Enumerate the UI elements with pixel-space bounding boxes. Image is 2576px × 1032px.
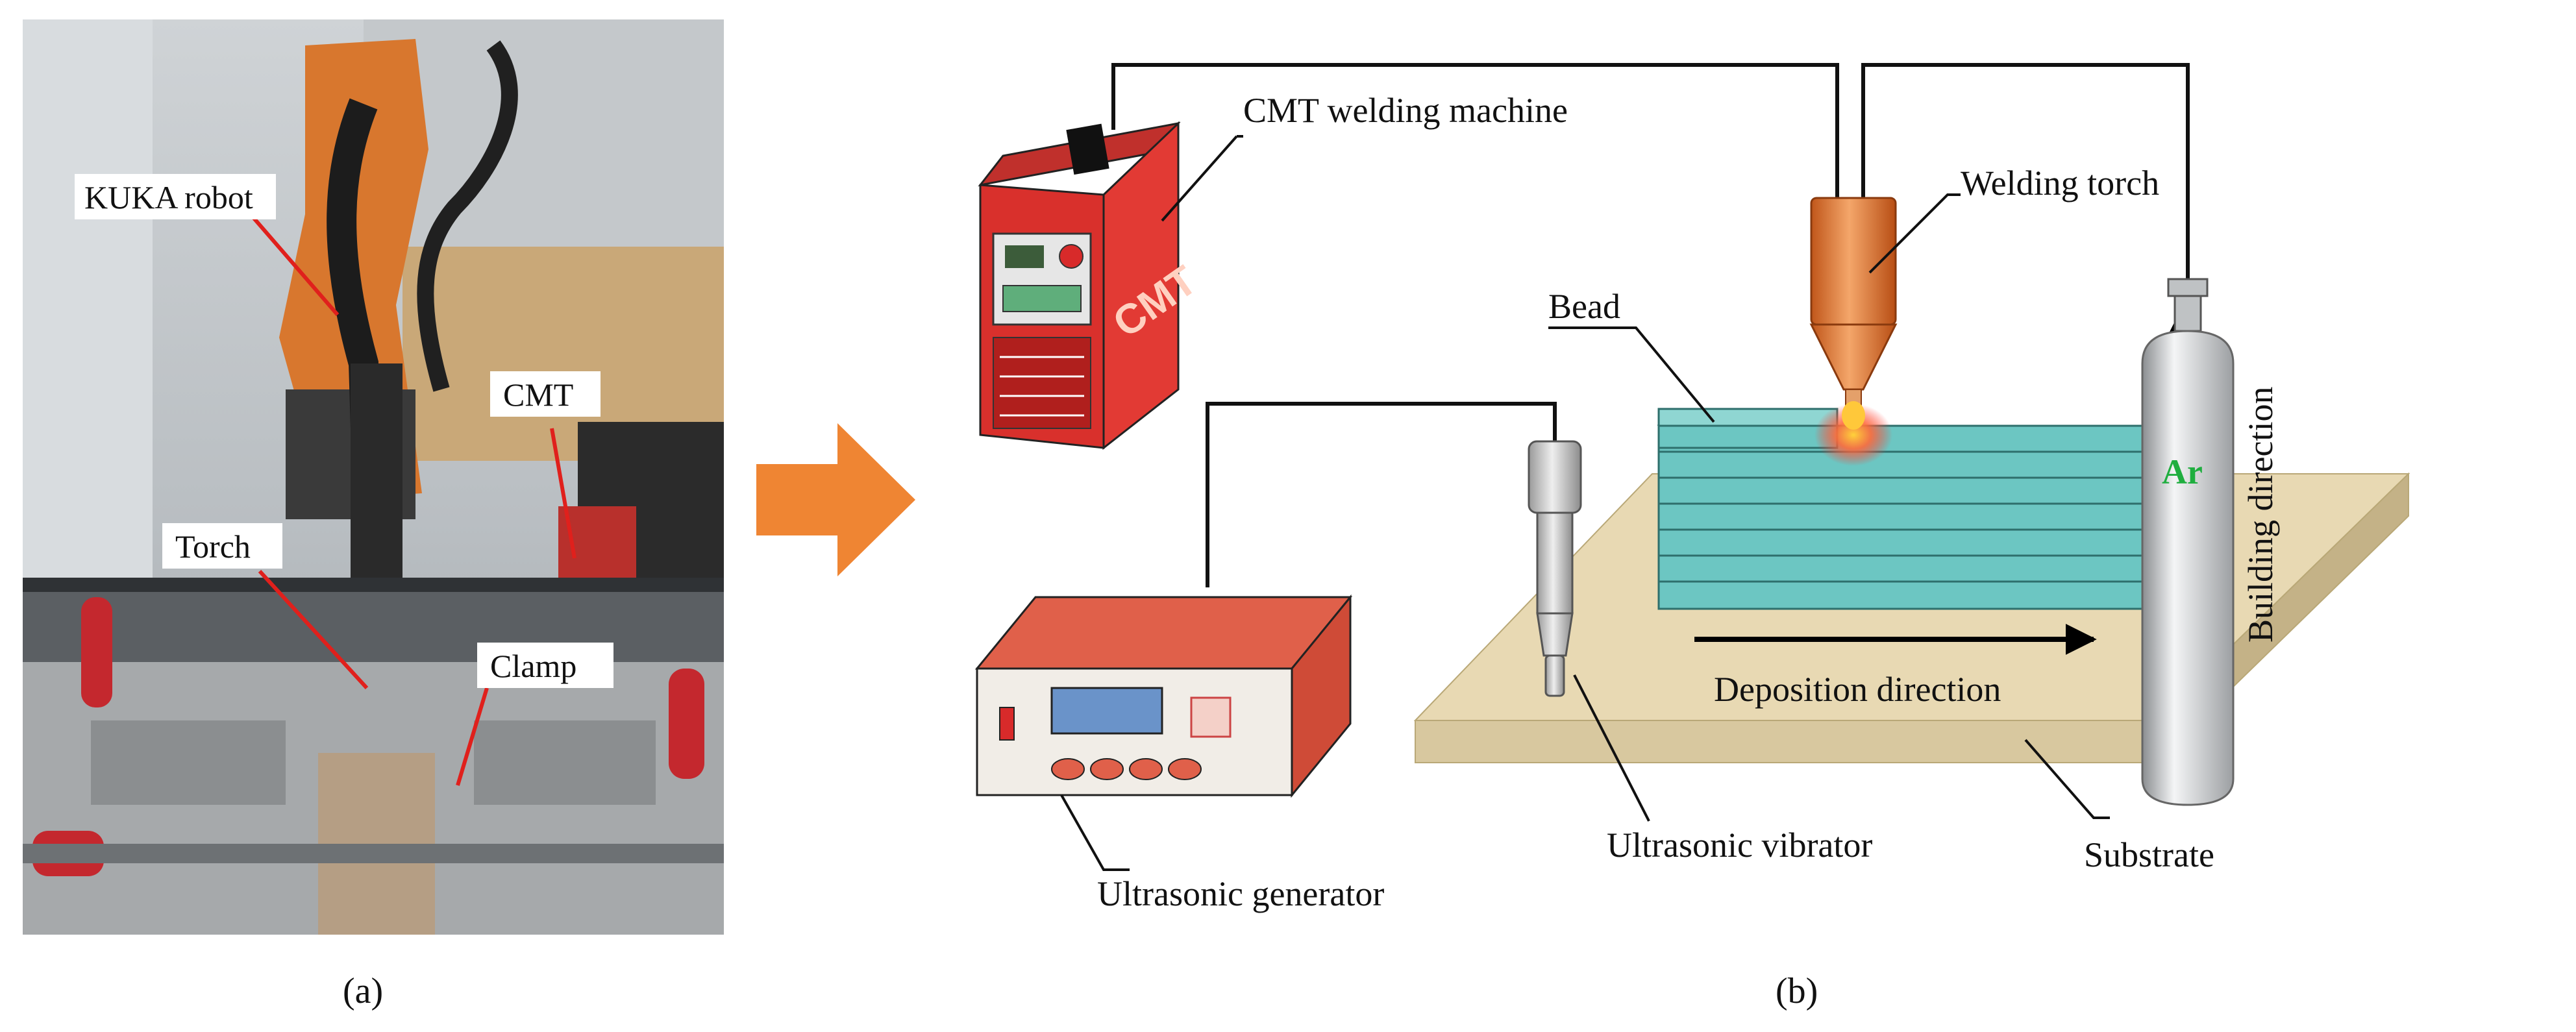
photo-cable-loop <box>417 40 518 392</box>
photo-torch-body <box>351 363 402 597</box>
photo-label-box-cmt <box>490 371 601 417</box>
bead-layer-2 <box>1657 450 2163 479</box>
photo-clamp-handle-1 <box>81 597 112 707</box>
photo-clamp-body-right <box>474 720 656 805</box>
cylinder-body <box>2141 330 2235 806</box>
photo-clamp-handle-2 <box>669 669 704 779</box>
generator-button <box>1129 758 1163 780</box>
photo-label-clamp: Clamp <box>490 648 576 684</box>
leader-bead <box>1548 326 1715 423</box>
torch-arc-droplet <box>1842 401 1865 430</box>
wire-generator-to-vibrator <box>1206 402 1557 587</box>
bead-layer-5 <box>1657 528 2163 557</box>
bead-layer-3 <box>1657 476 2163 505</box>
cylinder-valve-stem <box>2174 295 2202 332</box>
machine-display <box>1005 245 1044 268</box>
generator-top-face <box>974 596 1353 670</box>
torch-nozzle <box>1809 323 1898 391</box>
machine-switches <box>1002 285 1082 312</box>
argon-gas-cylinder: Ar <box>2141 278 2235 806</box>
vibrator-horn <box>1536 612 1574 657</box>
generator-button <box>1090 758 1124 780</box>
photo-label-robot: KUKA robot <box>84 179 253 215</box>
bead-layer-6 <box>1657 554 2163 583</box>
photo-leader-torch <box>258 569 369 690</box>
substrate-front <box>1415 720 2156 763</box>
photo-label-box-robot <box>75 174 276 219</box>
generator-button <box>1051 758 1085 780</box>
photo-leader-cmt <box>550 428 576 559</box>
generator-screen <box>1050 687 1163 735</box>
label-welding-torch: Welding torch <box>1961 164 2159 203</box>
vibrator-tip <box>1544 654 1565 697</box>
generator-button <box>1168 758 1202 780</box>
machine-vent-grille <box>993 337 1091 429</box>
photo-label-box-clamp <box>477 643 613 688</box>
welding-torch <box>1809 197 1898 430</box>
ultrasonic-generator <box>974 594 1353 798</box>
machine-side-face <box>1102 121 1180 450</box>
photo-cabinet-left <box>23 19 153 578</box>
label-substrate: Substrate <box>2084 835 2214 874</box>
caption-a: (a) <box>343 971 383 1011</box>
generator-power-switch <box>999 707 1015 741</box>
ultrasonic-vibrator <box>1528 440 1582 697</box>
machine-knob <box>1059 244 1084 269</box>
photo-torch-cable <box>327 98 388 689</box>
photo-panel: KUKA robot CMT Torch Clamp <box>23 19 724 935</box>
photo-leader-robot <box>251 216 340 316</box>
leader-substrate <box>2024 739 2110 819</box>
caption-b: (b) <box>1776 971 1818 1011</box>
schematic-panel: Building direction Deposition direction … <box>974 63 2410 913</box>
photo-label-box-torch <box>162 523 282 569</box>
photo-label-cmt: CMT <box>503 376 573 413</box>
bead-layer-4 <box>1657 502 2163 531</box>
generator-keypad <box>1190 696 1232 738</box>
vibrator-head <box>1528 440 1582 514</box>
vibrator-body <box>1536 511 1574 615</box>
photo-clamp-body-left <box>91 720 286 805</box>
photo-rail-back-top <box>23 578 724 592</box>
machine-handle <box>1066 123 1109 175</box>
photo-label-torch: Torch <box>175 528 251 565</box>
bead-stack <box>1657 408 2164 610</box>
wire-gas-to-torch <box>1861 63 2190 279</box>
building-direction-label: Building direction <box>2241 387 2280 643</box>
torch-body <box>1810 197 1897 326</box>
cylinder-valve-cap <box>2167 278 2209 297</box>
label-vibrator: Ultrasonic vibrator <box>1607 826 1872 865</box>
label-bead: Bead <box>1548 287 1620 326</box>
bead-layer-7 <box>1657 580 2163 610</box>
leader-vibrator <box>1573 674 1650 822</box>
photo-rail-front <box>23 844 724 863</box>
leader-welding-torch <box>1868 193 1961 274</box>
leader-generator <box>1060 794 1130 871</box>
cmt-welding-machine: CMT <box>978 121 1205 450</box>
label-generator: Ultrasonic generator <box>1097 874 1384 913</box>
bead-current-layer-top <box>1657 408 1839 427</box>
leader-cmt-machine <box>1161 135 1238 222</box>
photo-leader-clamp <box>456 687 489 786</box>
wire-machine-to-torch <box>1111 63 1839 198</box>
arc-glow <box>1814 404 1892 466</box>
label-cmt-machine: CMT welding machine <box>1243 91 1568 130</box>
cylinder-gas-label: Ar <box>2162 452 2203 491</box>
deposition-direction-label: Deposition direction <box>1714 670 2001 709</box>
transition-arrow <box>756 423 915 576</box>
